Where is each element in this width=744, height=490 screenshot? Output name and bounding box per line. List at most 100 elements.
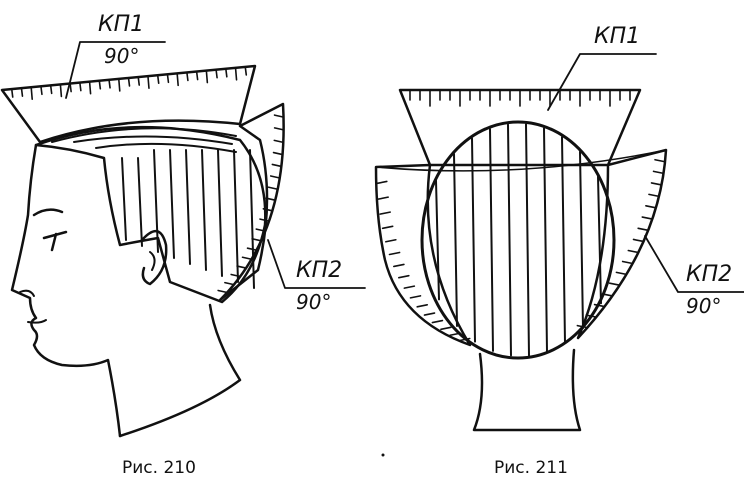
comb-tooth — [225, 67, 228, 78]
comb-tooth — [641, 216, 654, 220]
comb-tooth — [127, 77, 131, 87]
comb-tooth — [40, 85, 43, 96]
comb-tooth — [375, 180, 388, 185]
comb-tooth — [381, 225, 394, 230]
figure-210-drawing — [0, 64, 285, 438]
kp2-label-210: КП2 — [296, 258, 343, 283]
face-profile — [10, 143, 122, 438]
kp2-210-pointer — [267, 239, 366, 289]
comb-tooth — [416, 304, 428, 308]
caption-210: Рис. 210 — [122, 458, 196, 478]
kp1-210-pointer — [65, 41, 166, 99]
top-comb-body — [0, 64, 257, 144]
comb-tooth — [272, 151, 284, 156]
stray-mark — [381, 453, 385, 457]
kp1-label-210: КП1 — [98, 12, 145, 37]
comb-tooth — [440, 326, 452, 331]
top-parting-curve-3 — [95, 142, 237, 153]
comb-tooth — [79, 81, 82, 92]
comb-tooth — [384, 238, 397, 243]
kp1-angle-label-210: 90° — [104, 44, 140, 68]
hair-parting — [121, 157, 127, 241]
comb-tooth — [388, 251, 401, 256]
nostril — [19, 289, 35, 297]
head-oval — [420, 120, 616, 360]
comb-tooth — [205, 69, 209, 84]
neck — [472, 348, 582, 432]
ear-inner — [149, 251, 156, 271]
right-comb-211-body — [576, 148, 668, 340]
comb-tooth — [650, 182, 663, 186]
kp2-211-pointer — [644, 235, 744, 293]
kp2-label-211: КП2 — [686, 262, 733, 287]
comb-tooth — [137, 76, 141, 86]
comb-tooth — [234, 67, 238, 81]
hair-parting — [153, 149, 159, 253]
comb-tooth — [273, 114, 285, 118]
comb-tooth — [593, 303, 606, 308]
comb-tooth — [59, 83, 63, 98]
comb-tooth — [88, 80, 92, 95]
comb-tooth — [156, 74, 160, 85]
comb-tooth — [69, 82, 72, 93]
comb-tooth — [637, 227, 649, 232]
comb-tooth — [20, 87, 24, 97]
left-comb-211-teeth — [375, 180, 471, 342]
kp2-angle-label-211: 90° — [686, 294, 722, 318]
head-parting — [579, 150, 584, 330]
comb-tooth — [652, 170, 665, 175]
comb-tooth — [648, 193, 660, 198]
comb-tooth — [30, 86, 33, 101]
comb-tooth — [265, 197, 277, 201]
mouth — [27, 319, 47, 324]
comb-tooth — [230, 273, 241, 278]
head-parting — [525, 123, 530, 357]
head-partings — [435, 123, 602, 357]
head-parting — [597, 175, 602, 305]
comb-tooth — [98, 79, 102, 90]
comb-tooth — [241, 256, 253, 261]
kp1-211-pointer — [547, 53, 657, 111]
head-parting — [453, 153, 458, 327]
comb-tooth — [186, 71, 189, 82]
comb-tooth — [654, 158, 666, 163]
top-parting-curve-2 — [73, 135, 233, 145]
comb-tooth — [273, 139, 285, 144]
hair-parting — [137, 157, 143, 247]
comb-tooth — [273, 127, 285, 131]
kp2-angle-label-210: 90° — [296, 290, 332, 314]
comb-tooth — [409, 295, 422, 299]
side-comb-body — [218, 102, 285, 302]
comb-tooth — [217, 289, 228, 294]
comb-tooth — [117, 78, 121, 92]
comb-tooth — [608, 282, 621, 286]
head-parting — [471, 137, 476, 343]
comb-tooth — [645, 204, 657, 209]
comb-tooth — [176, 72, 179, 87]
comb-tooth — [377, 196, 389, 200]
comb-tooth — [147, 75, 150, 89]
comb-tooth — [244, 66, 248, 76]
comb-reference-line — [375, 149, 667, 172]
hair-parting — [249, 149, 255, 289]
side-comb-teeth — [217, 114, 285, 294]
comb-tooth — [267, 186, 279, 191]
comb-tooth — [49, 84, 53, 95]
hair-mass — [34, 125, 267, 304]
comb-tooth — [627, 249, 640, 254]
comb-tooth — [108, 79, 111, 89]
kp1-label-211: КП1 — [594, 24, 641, 49]
comb-tooth — [379, 211, 391, 215]
head-parting — [561, 136, 566, 344]
comb-tooth — [224, 281, 235, 286]
head-parting — [507, 123, 512, 357]
brow — [32, 208, 64, 217]
hair-partings — [121, 149, 255, 289]
comb-tooth — [251, 238, 262, 242]
hair-parting — [233, 149, 239, 283]
comb-tooth — [621, 260, 634, 265]
comb-tooth — [166, 73, 170, 84]
comb-tooth — [236, 265, 247, 269]
ear — [140, 230, 168, 286]
